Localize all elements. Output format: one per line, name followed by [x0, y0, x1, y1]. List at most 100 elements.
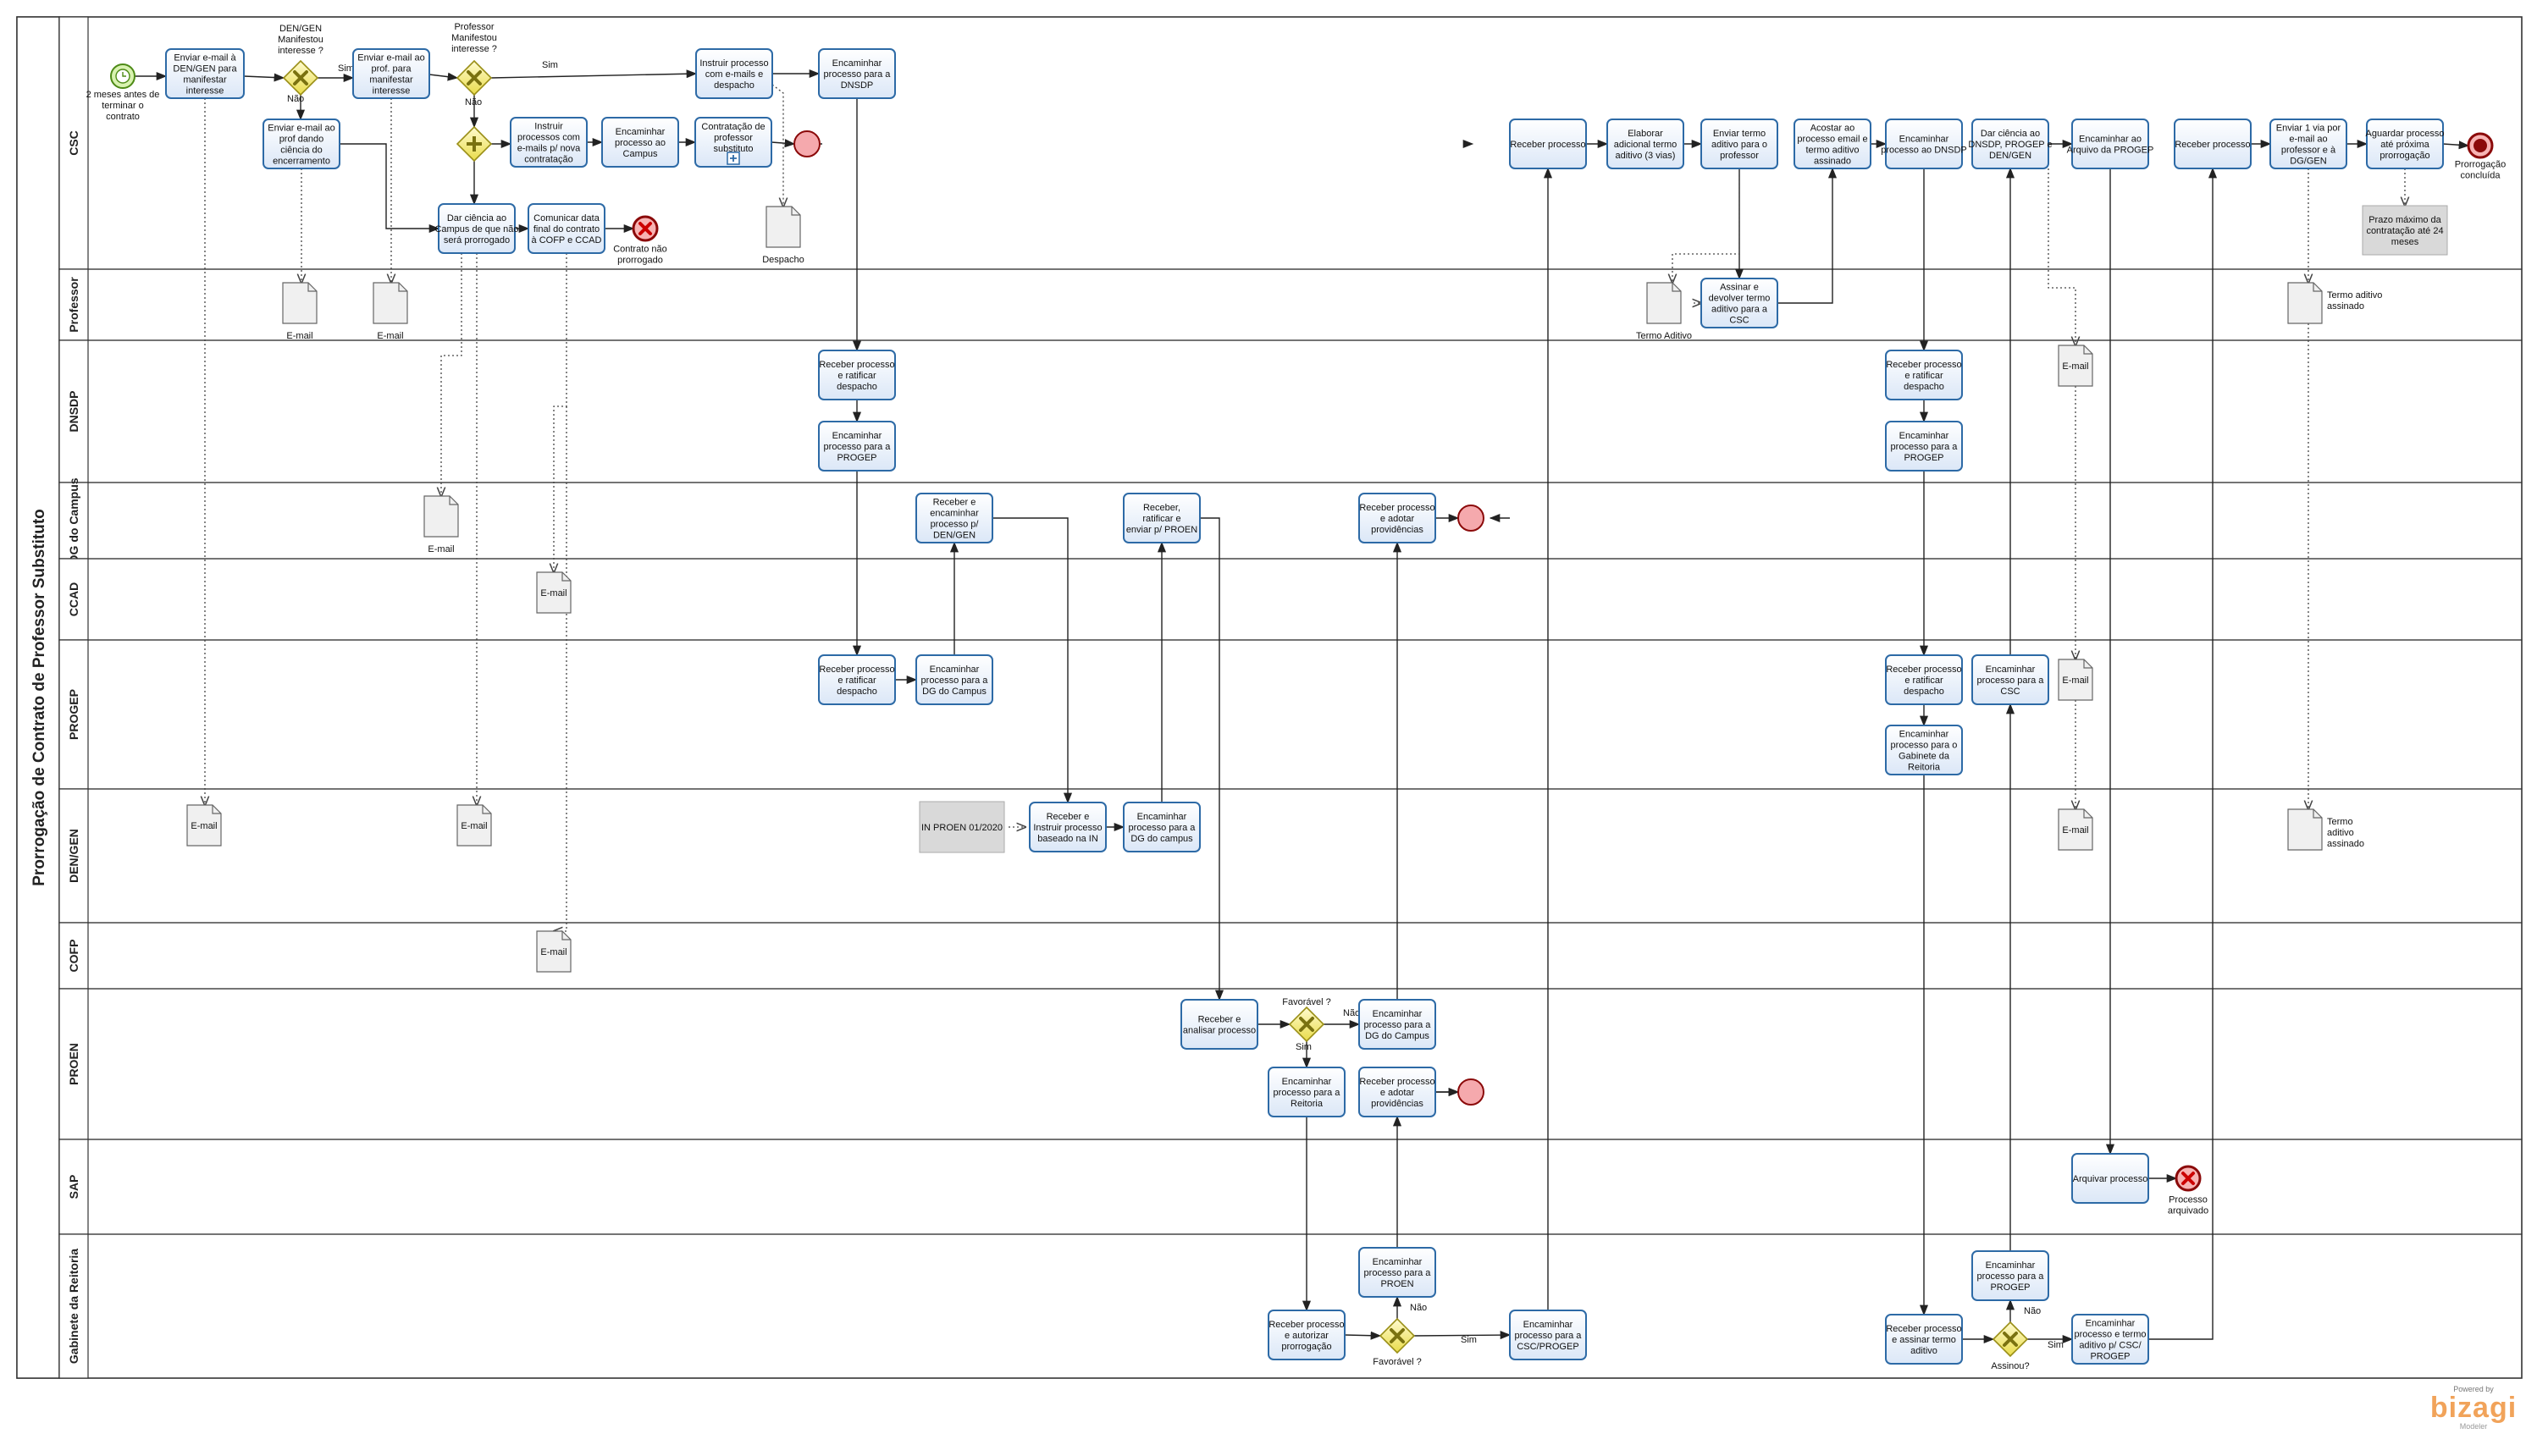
gateway-label: Favorável ?	[1282, 997, 1330, 1007]
document-d6: E-mail	[536, 571, 572, 614]
parallel-plus-icon	[467, 136, 482, 152]
sequence-flow	[243, 73, 285, 82]
exclusive-x-icon	[1390, 1328, 1405, 1343]
association	[771, 84, 783, 207]
document-d1: E-mail	[186, 804, 222, 847]
error-icon	[638, 222, 652, 235]
lane-label-ccad: CCAD	[67, 582, 80, 616]
document-d3: E-mail	[373, 282, 408, 341]
document-label: E-mail	[461, 821, 487, 831]
pool: Prorrogação de Contrato de Professor Sub…	[16, 16, 2523, 1379]
sequence-flow	[1344, 1331, 1382, 1340]
document-label: E-mail	[286, 331, 312, 341]
gateway-g5[interactable]: Favorável ?	[1373, 1317, 1422, 1367]
document-d7: E-mail	[536, 930, 572, 973]
gateway-g6[interactable]: Assinou?	[1991, 1321, 2030, 1371]
event-e_csc	[793, 130, 821, 157]
task-t27[interactable]: Receber processo	[1509, 119, 1587, 169]
lane-label-progep: PROGEP	[67, 689, 80, 740]
sequence-flows	[135, 69, 2470, 1344]
gateway-g4[interactable]: Favorável ?	[1282, 997, 1331, 1043]
task-label: Receber processo	[1510, 140, 1585, 150]
task-t44[interactable]: Receber processo	[2174, 119, 2252, 169]
lane-label-cofp: COFP	[67, 940, 80, 973]
exclusive-x-icon	[467, 70, 482, 85]
document-label: E-mail	[428, 544, 454, 554]
event-e_proen	[1457, 1078, 1484, 1106]
task-t43[interactable]: Arquivar processo	[2071, 1153, 2149, 1204]
document-label: E-mail	[2062, 361, 2088, 372]
exclusive-x-icon	[2003, 1332, 2018, 1347]
gateway-g3[interactable]	[456, 125, 493, 163]
